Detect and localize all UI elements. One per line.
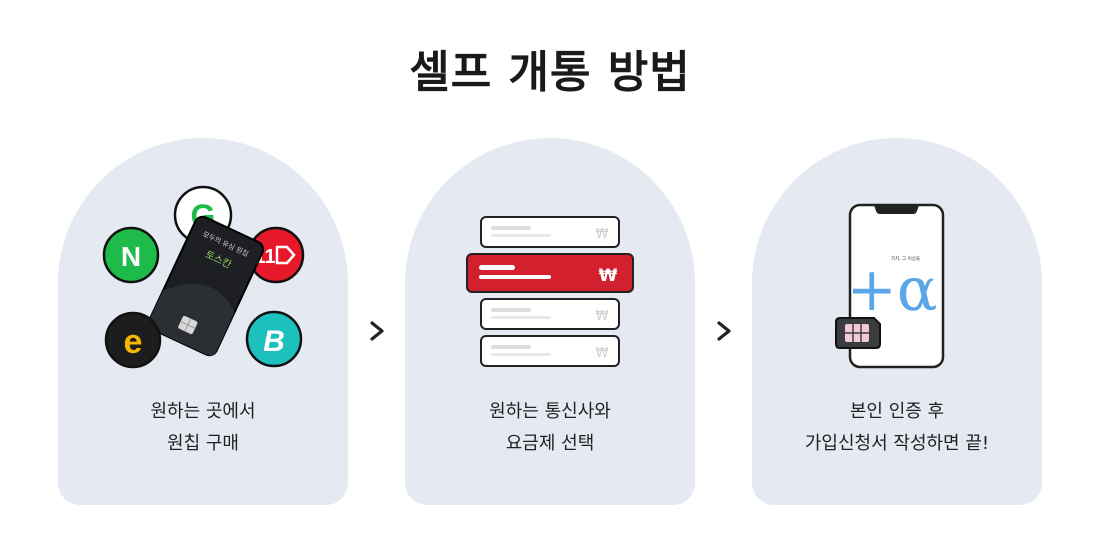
step-2-caption: 원하는 통신사와 요금제 선택 (405, 396, 695, 460)
purchase-illustration: G N 11 모두의 유심 원칩 토스칸 e (58, 138, 348, 388)
plan-row-1: ₩ (481, 217, 619, 247)
svg-text:₩: ₩ (599, 266, 618, 286)
step-3-caption: 본인 인증 후 가입신청서 작성하면 끝! (752, 396, 1042, 460)
svg-text:₩: ₩ (596, 309, 609, 324)
page-title: 셀프 개통 방법 (0, 36, 1100, 100)
step-1-caption: 원하는 곳에서 원칩 구매 (58, 396, 348, 460)
step-1-line-2: 원칩 구매 (58, 428, 348, 460)
step-3-line-2: 가입신청서 작성하면 끝! (752, 428, 1042, 460)
svg-text:+α: +α (847, 255, 938, 325)
emart-logo-icon: e (106, 313, 160, 367)
phone-illustration: 가치, 그 이상을 +α (752, 138, 1042, 388)
alpha-logo-icon: +α (847, 255, 938, 325)
svg-text:B: B (263, 325, 285, 358)
sim-chip-icon (836, 318, 880, 348)
step-2-line-2: 요금제 선택 (405, 428, 695, 460)
step-card-plan: ₩ ₩ ₩ ₩ 원하는 통신사와 요금제 선택 (405, 138, 695, 505)
step-card-verify: 가치, 그 이상을 +α 본인 인증 후 가입신청서 작성하면 끝! (752, 138, 1042, 505)
svg-text:e: e (124, 323, 143, 361)
chevron-right-icon (713, 313, 737, 349)
svg-text:₩: ₩ (596, 346, 609, 361)
step-2-line-1: 원하는 통신사와 (405, 396, 695, 428)
b-store-logo-icon: B (247, 312, 301, 366)
step-1-line-1: 원하는 곳에서 (58, 396, 348, 428)
plan-list-illustration: ₩ ₩ ₩ ₩ (405, 138, 695, 388)
step-card-purchase: G N 11 모두의 유심 원칩 토스칸 e (58, 138, 348, 505)
chevron-right-icon (366, 313, 390, 349)
step-3-line-1: 본인 인증 후 (752, 396, 1042, 428)
plan-row-selected: ₩ (467, 254, 633, 292)
svg-text:₩: ₩ (596, 227, 609, 242)
svg-text:N: N (121, 241, 141, 272)
naver-logo-icon: N (104, 228, 158, 282)
plan-row-3: ₩ (481, 299, 619, 329)
plan-row-4: ₩ (481, 336, 619, 366)
